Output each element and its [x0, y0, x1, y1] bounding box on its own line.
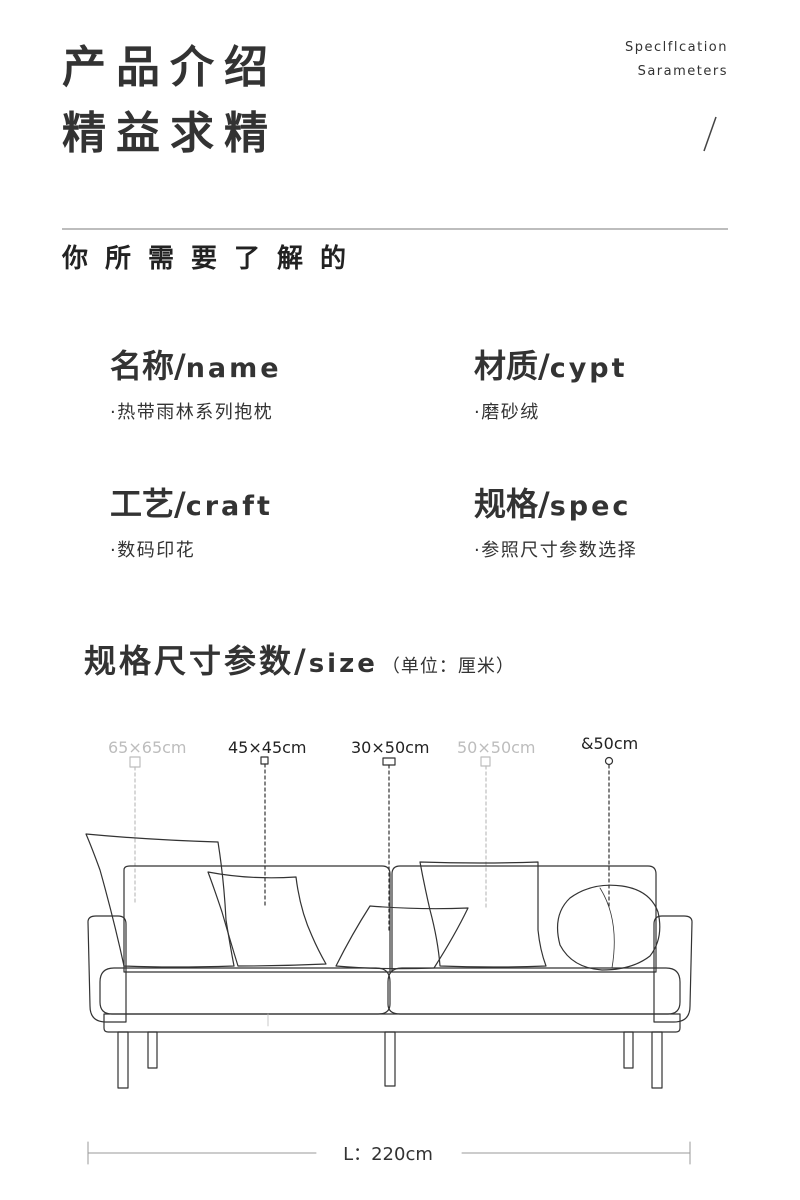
info-craft-label: 工艺/craft: [110, 488, 273, 520]
size-section-title: 规格尺寸参数/size（单位：厘米）: [84, 636, 515, 682]
dim-label-65x65: 65×65cm: [108, 738, 187, 757]
marker-65x65: [129, 756, 141, 768]
english-subtitle-2: Sarameters: [637, 64, 728, 79]
armrest-right: [653, 915, 693, 1023]
info-material-label: 材质/cypt: [474, 350, 628, 382]
dim-label-30x50: 30×50cm: [351, 738, 430, 757]
leg-back-right: [623, 1031, 634, 1069]
info-craft-value: ·数码印花: [110, 540, 196, 561]
sofa-base: [103, 1013, 681, 1033]
size-title-cn: 规格尺寸参数/: [84, 642, 309, 680]
info-name-label-en: name: [185, 353, 282, 384]
info-spec-label-cn: 规格/: [474, 485, 550, 523]
info-material-label-en: cypt: [549, 353, 628, 384]
back-cushion-right: [391, 865, 657, 973]
size-title-en: size: [308, 649, 378, 679]
armrest-left: [87, 915, 127, 1023]
section-subheading: 你所需要了解的: [62, 244, 364, 274]
title-line-1: 产品介绍: [62, 42, 278, 93]
info-material-label-cn: 材质/: [474, 347, 550, 385]
info-craft-label-cn: 工艺/: [110, 485, 186, 523]
dim-label-45x45: 45×45cm: [228, 738, 307, 757]
info-material-value: ·磨砂绒: [474, 402, 540, 423]
pillow-50x50: [419, 861, 547, 968]
pillow-30x50: [335, 905, 469, 970]
info-material: 材质/cypt ·磨砂绒: [474, 350, 628, 424]
info-name-label: 名称/name: [110, 350, 282, 382]
pillow-45x45: [207, 871, 327, 967]
leg-back-left: [147, 1031, 158, 1069]
marker-45x45: [260, 756, 269, 765]
info-craft-label-en: craft: [185, 491, 273, 522]
marker-30x50: [382, 757, 396, 766]
dim-label-50x50: 50×50cm: [457, 738, 536, 757]
seat-cushion-left: [99, 967, 391, 1015]
info-name-value: ·热带雨林系列抱枕: [110, 402, 274, 423]
dim-label-round-50: &50cm: [581, 734, 639, 753]
slash-decoration: [703, 116, 717, 152]
length-dimension: [87, 1141, 691, 1165]
pillow-65x65: [85, 833, 235, 968]
marker-50x50: [480, 756, 491, 767]
size-title-unit: （单位：厘米）: [381, 656, 515, 677]
info-name-label-cn: 名称/: [110, 347, 186, 385]
title-line-2: 精益求精: [62, 108, 278, 159]
leg-center: [384, 1031, 396, 1087]
marker-round-50: [604, 756, 614, 766]
info-spec-value: ·参照尺寸参数选择: [474, 540, 638, 561]
section-divider: [62, 228, 728, 230]
info-name: 名称/name ·热带雨林系列抱枕: [110, 350, 282, 424]
info-spec-label: 规格/spec: [474, 488, 637, 520]
english-subtitle-1: Speclflcation: [625, 40, 728, 55]
pillow-round-seam: [599, 887, 615, 969]
info-craft: 工艺/craft ·数码印花: [110, 488, 273, 562]
seat-cushion-right: [387, 967, 681, 1015]
length-label: L：220cm: [343, 1144, 433, 1165]
leg-front-right: [651, 1031, 663, 1089]
leg-front-left: [117, 1031, 129, 1089]
info-spec: 规格/spec ·参照尺寸参数选择: [474, 488, 637, 562]
info-spec-label-en: spec: [549, 491, 632, 522]
pillow-round-50: [557, 884, 661, 971]
pillow-markers: [129, 756, 614, 931]
back-cushion-left: [123, 865, 391, 973]
